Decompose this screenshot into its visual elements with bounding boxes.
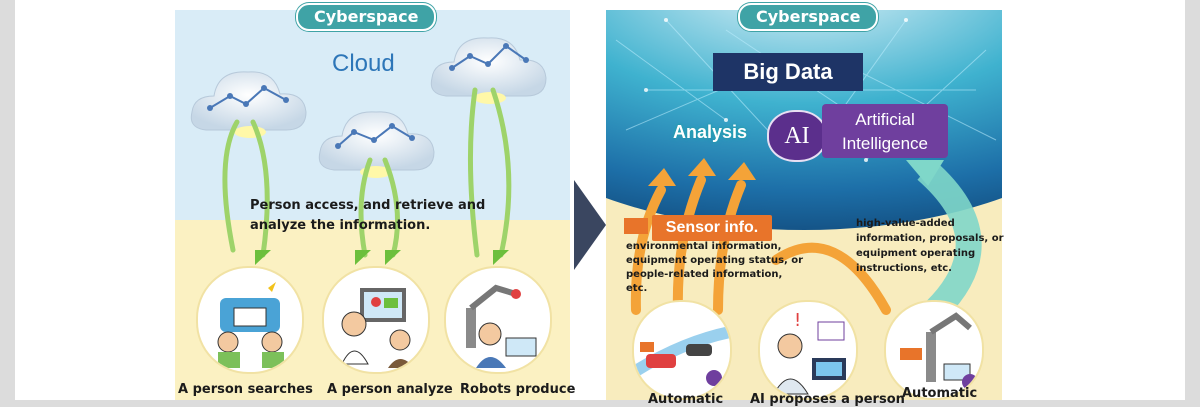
high-value-description: high-value-added information, proposals,… xyxy=(856,216,1006,276)
car-icon xyxy=(634,326,730,386)
computer-analysis-icon xyxy=(341,288,414,368)
ai-label-line2: Intelligence xyxy=(841,134,928,153)
svg-text:!: ! xyxy=(794,310,801,331)
sensor-info-label: Sensor info. xyxy=(652,215,772,241)
hv-text-line1: high-value-added xyxy=(856,218,955,229)
cyberspace-badge-left: Cyberspace xyxy=(296,3,437,31)
sensor-text-line2: equipment operating status, or xyxy=(626,255,804,266)
hv-text-line4: instructions, etc. xyxy=(856,263,952,274)
caption-automatic-right: Automatic xyxy=(902,386,978,401)
caption-person-searches: A person searches xyxy=(178,382,313,397)
analysis-label: Analysis xyxy=(673,122,748,142)
access-arrows xyxy=(222,87,512,265)
car-navigation-icon xyxy=(217,282,284,368)
access-text-line1: Person access, and retrieve and xyxy=(250,198,486,213)
automatic-robot-illustration xyxy=(884,300,984,400)
sensor-square-icon xyxy=(624,218,648,234)
hv-text-line2: information, proposals, or xyxy=(856,233,1004,244)
hv-text-line3: equipment operating xyxy=(856,248,976,259)
person-searches-illustration xyxy=(196,266,304,374)
access-description: Person access, and retrieve and analyze … xyxy=(250,196,510,236)
sensor-text-line1: environmental information, xyxy=(626,241,782,252)
cloud-title: Cloud xyxy=(332,50,395,77)
automatic-driving-illustration xyxy=(632,300,732,400)
cyberspace-badge-right: Cyberspace xyxy=(738,3,879,31)
ai-proposal-illustration: ! xyxy=(758,300,858,400)
robot-arm-icon xyxy=(900,312,978,390)
sensor-text-line3: people-related information, etc. xyxy=(626,269,783,294)
caption-robots-produce: Robots produce xyxy=(460,382,576,397)
sensor-info-description: environmental information, equipment ope… xyxy=(626,240,806,296)
robot-arm-icon xyxy=(466,284,537,368)
person-thinking-icon: ! xyxy=(773,310,846,395)
big-data-label: Big Data xyxy=(713,53,863,91)
person-analyze-illustration xyxy=(322,266,430,374)
caption-person-analyze: A person analyze xyxy=(327,382,453,397)
cloud-icon xyxy=(430,37,547,104)
transition-arrow-icon xyxy=(574,180,606,270)
cycle-arrows xyxy=(630,158,982,320)
robots-produce-illustration xyxy=(444,266,552,374)
ai-mark-icon: AI xyxy=(767,110,827,162)
ai-label-line1: Artificial xyxy=(855,110,915,129)
access-text-line2: analyze the information. xyxy=(250,218,431,233)
artificial-intelligence-label: Artificial Intelligence xyxy=(822,104,948,158)
